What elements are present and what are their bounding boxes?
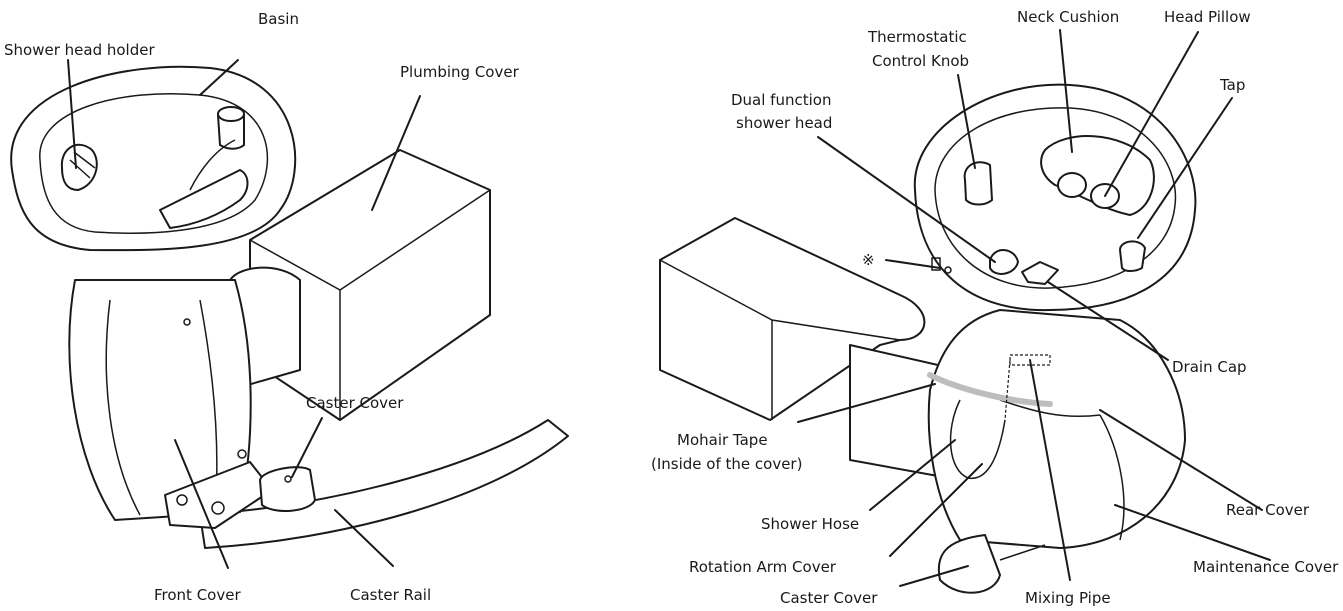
left-caster-rail <box>199 419 569 549</box>
left-unit-drawing <box>10 65 569 549</box>
left-caster-cover-block <box>259 466 316 512</box>
label-plumbing-cover: Plumbing Cover <box>400 63 520 81</box>
right-basin-bowl <box>913 83 1197 312</box>
label-thermostatic-line1: Thermostatic <box>867 28 967 46</box>
left-labels: Shower head holder Basin Plumbing Cover … <box>4 10 520 604</box>
label-head-pillow: Head Pillow <box>1164 8 1251 26</box>
label-maintenance-cover: Maintenance Cover <box>1193 558 1339 576</box>
right-caster-cover-block <box>937 534 1001 594</box>
mohair-tape <box>927 372 1053 407</box>
label-neck-cushion: Neck Cushion <box>1017 8 1119 26</box>
right-leader-lines <box>797 29 1271 587</box>
label-shower-head-holder: Shower head holder <box>4 41 155 59</box>
label-rear-cover: Rear Cover <box>1226 501 1310 519</box>
label-mohair-tape-line1: Mohair Tape <box>677 431 768 449</box>
label-tap: Tap <box>1219 76 1245 94</box>
label-front-cover: Front Cover <box>154 586 241 604</box>
label-mixing-pipe: Mixing Pipe <box>1025 589 1111 607</box>
label-dual-function-line1: Dual function <box>731 91 831 109</box>
label-mohair-tape-line2: (Inside of the cover) <box>651 455 802 473</box>
label-caster-cover-right: Caster Cover <box>780 589 878 607</box>
label-caster-rail: Caster Rail <box>350 586 431 604</box>
label-shower-hose: Shower Hose <box>761 515 859 533</box>
label-basin: Basin <box>258 10 299 28</box>
right-pedestal <box>927 309 1186 549</box>
label-rotation-arm-cover: Rotation Arm Cover <box>689 558 837 576</box>
right-plumbing-cover <box>659 217 926 421</box>
left-caster-base <box>164 461 273 529</box>
label-caster-cover-left: Caster Cover <box>306 394 404 412</box>
label-dual-function-line2: shower head <box>736 114 832 132</box>
label-drain-cap: Drain Cap <box>1172 358 1247 376</box>
right-labels: Thermostatic Control Knob Neck Cushion H… <box>651 8 1339 607</box>
right-unit-drawing <box>659 83 1197 594</box>
left-leader-lines <box>67 59 421 569</box>
label-thermostatic-line2: Control Knob <box>872 52 969 70</box>
label-note-mark: ※ <box>862 251 875 269</box>
